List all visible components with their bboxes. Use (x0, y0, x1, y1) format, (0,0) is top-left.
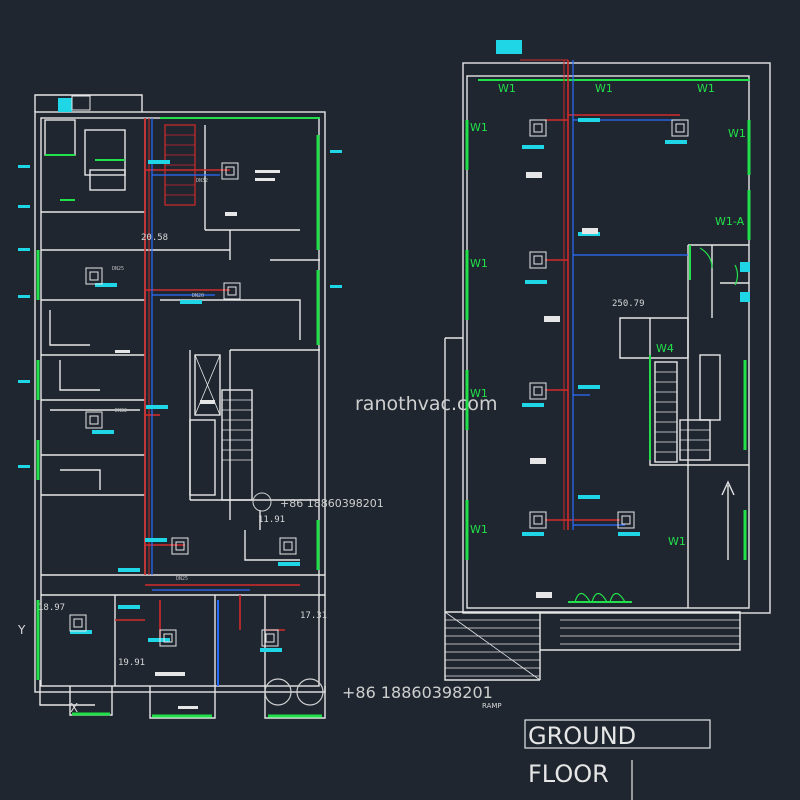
right-plan-pipes (572, 60, 688, 530)
cassette-units (69, 95, 297, 647)
left-plan-windows (36, 117, 322, 718)
window-labels: W1 W1 W1 W1 W1 W1-A W1 W1 W1 W1 W4 (470, 82, 746, 548)
watermark-phone-1: +86 18860398201 (280, 497, 384, 510)
area-label-b: 11.91 (258, 515, 285, 525)
pipe-tag-2: DN25 (112, 266, 124, 272)
window-label-9: W1 (470, 523, 488, 536)
window-label-2: W1 (595, 82, 613, 95)
right-plan-ducts (520, 59, 680, 530)
left-plan-walls (34, 94, 326, 719)
window-label-7: W1 (470, 257, 488, 270)
pipe-tag-1: DN32 (196, 178, 208, 184)
right-plan-ac-units (496, 40, 750, 536)
left-plan-pipes (151, 118, 250, 686)
watermark-circle-icon (252, 492, 272, 512)
window-label-6: W1-A (715, 215, 745, 228)
window-label-8: W1 (470, 387, 488, 400)
right-plan-walls (444, 62, 771, 681)
watermark-phone-2: +86 18860398201 (342, 683, 493, 702)
area-label-e: 17.31 (300, 611, 327, 621)
area-label-c: 18.97 (38, 603, 65, 613)
left-plan-ac-units (18, 98, 342, 652)
axis-y-label: Y (17, 623, 26, 637)
window-label-10: W1 (668, 535, 686, 548)
window-label-3: W1 (697, 82, 715, 95)
duct-manifold (164, 124, 196, 206)
right-floor-plan: W1 W1 W1 W1 W1 W1-A W1 W1 W1 W1 W4 250.7… (444, 40, 771, 710)
title-line-1: GROUND (528, 722, 636, 750)
door-swings (574, 247, 739, 603)
right-cassette-units (529, 119, 689, 529)
right-plan-windows (465, 79, 751, 603)
pipe-tag-3: DN20 (192, 293, 204, 299)
right-plan-fixtures (526, 172, 598, 598)
left-plan-area-labels: 20.58 11.91 18.97 19.91 17.31 (38, 233, 327, 668)
window-label-4: W1 (470, 121, 488, 134)
window-label-1: W1 (498, 82, 516, 95)
title-block: GROUND FLOOR (524, 719, 711, 800)
window-label-11: W4 (656, 342, 674, 355)
axis-x-label: X (70, 701, 78, 715)
area-label-a: 20.58 (141, 233, 168, 243)
watermark-site: ranothvac.com (355, 393, 498, 415)
left-plan-pipe-tags: DN32 DN25 DN20 DN32 DN25 (112, 178, 208, 582)
watermark-circle-icon-3 (296, 678, 324, 706)
left-floor-plan: 20.58 11.91 18.97 19.91 17.31 DN32 DN25 … (17, 94, 342, 719)
pipe-tag-5: DN25 (176, 576, 188, 582)
watermark-circle-icon-2 (264, 678, 292, 706)
watermarks: ranothvac.com +86 18860398201 +86 188603… (252, 393, 498, 706)
left-plan-fixtures (115, 170, 280, 709)
area-label-main: 250.79 (612, 299, 645, 309)
pipe-tag-4: DN32 (115, 408, 127, 414)
left-plan-ducts (115, 118, 300, 640)
window-label-5: W1 (728, 127, 746, 140)
ramp-label: RAMP (482, 702, 502, 710)
title-line-2: FLOOR (528, 760, 609, 788)
area-label-d: 19.91 (118, 658, 145, 668)
